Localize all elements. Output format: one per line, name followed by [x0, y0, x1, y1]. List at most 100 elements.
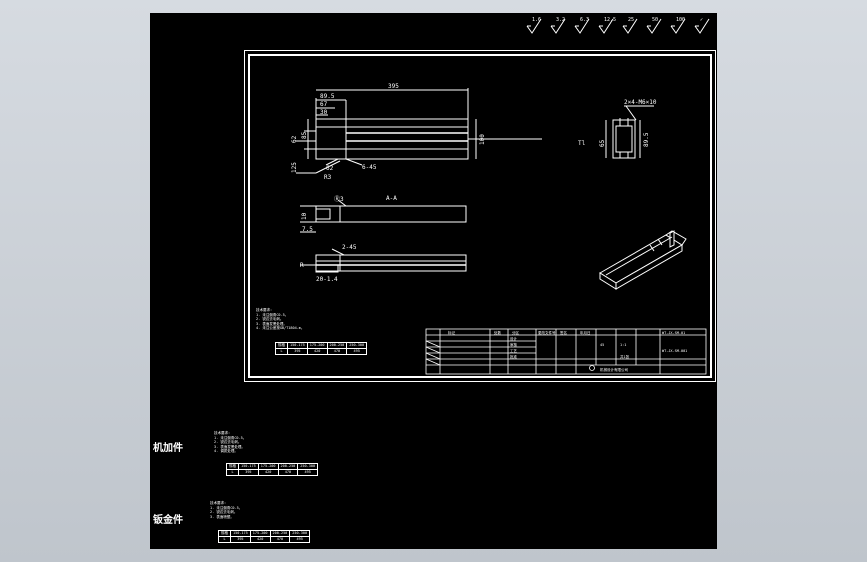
section-dim-callout: 2×4-M6×10	[624, 99, 657, 106]
roughness-symbol-3: 12.5	[597, 17, 617, 35]
roughness-check-icon	[694, 18, 710, 34]
drawing-frame-outer	[244, 50, 716, 382]
mid-view	[300, 199, 467, 233]
roughness-symbol-4: 25	[621, 17, 641, 35]
roughness-value: 6.3	[580, 17, 590, 23]
table-cell: 200-250	[277, 463, 299, 470]
roughness-symbol-5: 50	[645, 17, 665, 35]
roughness-check-icon	[622, 18, 638, 34]
sheetmetal-notes-line-1: 1. 未注倒角C0.5。	[210, 505, 243, 510]
top-dim-left-v1: 62	[291, 135, 298, 143]
section-dim-width: 89.5	[643, 132, 650, 147]
sheetmetal-notes-title: 技术要求:	[210, 501, 227, 505]
machining-notes-line-2: 2. 锐边去毛刺。	[214, 440, 242, 444]
title-cell-3: 更改文件号	[538, 330, 556, 335]
main-notes-line-2: 2. 锐边去毛刺。	[256, 317, 284, 321]
low-view	[300, 248, 467, 273]
title-cell-4: 签名	[560, 330, 567, 335]
sheetmetal-label: 钣金件	[153, 515, 183, 526]
roughness-value: 12.5	[604, 17, 617, 23]
top-dim-overall: 395	[388, 83, 399, 90]
table-cell: 470	[269, 536, 291, 543]
table-cell: 470	[326, 348, 348, 355]
table-cell: 150-175	[287, 342, 308, 349]
title-block-text: 标记 处数 分区 更改文件号 签名 年月日 设计 审核 工艺 批准 45 1:1…	[448, 330, 687, 372]
low-dim-tag: 2-45	[342, 244, 357, 251]
roughness-symbol-2: 6.3	[573, 17, 593, 35]
title-block	[425, 328, 707, 375]
roughness-value: 25	[628, 17, 635, 23]
top-dim-chamfer: 6-45	[362, 164, 377, 171]
table-cell: 150-175	[238, 463, 259, 470]
title-material: 45	[600, 343, 604, 347]
roughness-check-icon	[670, 18, 686, 34]
title-cell-2: 分区	[512, 330, 520, 335]
roughness-check-icon	[574, 18, 590, 34]
section-view-body	[612, 119, 636, 159]
drawing-frame-inner	[248, 54, 712, 378]
top-dim-d2: 67	[320, 101, 328, 108]
roughness-check-icon	[646, 18, 662, 34]
table-cell: 175-200	[249, 530, 271, 537]
section-dim-left: 65	[599, 139, 606, 147]
table-cell: 395	[238, 469, 259, 476]
title-scale: 1:1	[620, 343, 626, 347]
title-cell-1: 处数	[494, 330, 502, 335]
sheetmetal-notes-line-2: 2. 锐边去毛刺。	[210, 510, 238, 514]
roughness-check-icon	[550, 18, 566, 34]
table-cell: L	[275, 348, 288, 355]
table-cell: 495	[297, 469, 319, 476]
machining-notes-line-4: 4. 调质处理。	[214, 449, 238, 453]
title-row-2: 工艺	[510, 348, 518, 353]
table-cell: L	[226, 469, 239, 476]
roughness-value: 50	[652, 17, 659, 23]
machining-label: 机加件	[153, 443, 183, 454]
machining-notes-line-3: 3. 表面发黑处理。	[214, 444, 245, 449]
machining-notes-line-1: 1. 未注倒角C0.5。	[214, 435, 247, 440]
title-row-0: 设计	[510, 336, 518, 341]
table-cell: 420	[249, 536, 271, 543]
top-dim-d1: 89.5	[320, 93, 335, 100]
table-cell: 250-300	[289, 530, 311, 537]
roughness-value: 100	[676, 17, 686, 23]
top-dim-d3: 30	[320, 109, 328, 116]
table-cell: 200-250	[269, 530, 291, 537]
main-notes: 技术要求: 1. 未注倒角C0.5。 2. 锐边去毛刺。 3. 表面发黑处理。 …	[256, 308, 304, 331]
roughness-value: ✓	[700, 17, 704, 23]
section-dim-side: Tl	[578, 140, 586, 147]
table-cell: 250-300	[297, 463, 319, 470]
mid-view-body	[315, 205, 467, 223]
title-part-no: WT-JX-SM-01	[662, 331, 685, 335]
table-cell: 175-200	[306, 342, 328, 349]
table-cell: L	[218, 536, 231, 543]
table-cell: 495	[289, 536, 311, 543]
roughness-symbol-7: ✓	[693, 17, 713, 35]
roughness-value: 1.6	[532, 17, 542, 23]
table-cell: 150-175	[230, 530, 251, 537]
top-dim-left-v2: 85	[301, 131, 308, 139]
sheetmetal-notes-line-3: 3. 表面喷塑。	[210, 514, 234, 519]
top-dim-left-v3: 125	[291, 162, 298, 173]
roughness-symbol-6: 100	[669, 17, 689, 35]
low-dim-h1: R	[300, 262, 304, 269]
machining-notes: 技术要求: 1. 未注倒角C0.5。 2. 锐边去毛刺。 3. 表面发黑处理。 …	[214, 431, 246, 454]
title-drawing-no: WT-JX-SM-001	[662, 349, 687, 353]
table-cell: 200-250	[326, 342, 348, 349]
top-view-body	[315, 118, 469, 160]
table-cell: 395	[287, 348, 308, 355]
title-row-1: 审核	[510, 342, 518, 347]
drawing-geometry: 395 89.5 67 30 62 85 125 100 62 6-45 R3 …	[291, 83, 707, 375]
title-cell-0: 标记	[448, 330, 456, 335]
section-view	[605, 105, 654, 159]
title-company: 机械设计有限公司	[600, 367, 628, 372]
